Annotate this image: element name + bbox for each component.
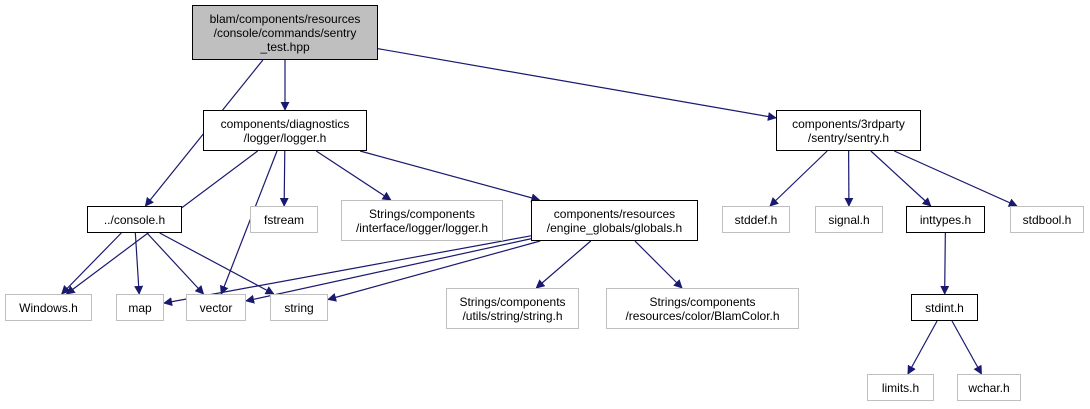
node-string: string [270, 294, 328, 321]
node-label: Windows.h [19, 300, 78, 315]
node-sentry-h[interactable]: components/3rdparty /sentry/sentry.h [776, 110, 921, 151]
node-blamcolor-h: Strings/components /resources/color/Blam… [606, 288, 799, 329]
node-label: stddef.h [734, 212, 778, 227]
node-globals-h[interactable]: components/resources /engine_globals/glo… [531, 200, 698, 241]
edge-globals-to-blamcolor [634, 240, 683, 289]
edge-globals-to-vector [245, 238, 532, 304]
node-label: map [128, 300, 152, 315]
node-label: Strings/components /utils/string/string.… [459, 294, 566, 323]
node-vector: vector [186, 294, 246, 321]
edge-sentry-to-inttypes [870, 150, 932, 207]
edge-sentry-to-stddef [769, 150, 828, 207]
edge-logger-to-fstream [279, 150, 289, 207]
edge-root-to-sentry [377, 48, 777, 121]
edge-globals-to-map [163, 235, 532, 307]
node-label: limits.h [881, 380, 920, 395]
node-wchar-h: wchar.h [957, 374, 1021, 401]
node-label: signal.h [828, 212, 870, 227]
node-fstream: fstream [250, 206, 318, 233]
node-signal-h: signal.h [815, 206, 883, 233]
edge-console-to-map [134, 232, 144, 295]
edge-logger-to-globals [359, 150, 541, 203]
node-interface-logger-h: Strings/components /interface/logger/log… [341, 200, 503, 241]
node-label: components/diagnostics /logger/logger.h [220, 116, 350, 145]
node-label: stdint.h [925, 300, 964, 315]
edge-console-to-vector [146, 232, 205, 295]
edge-sentry-to-stdbool [893, 150, 1018, 207]
edge-logger-to-interface_logger [315, 150, 392, 201]
node-utils-string-h: Strings/components /utils/string/string.… [446, 288, 579, 329]
node-label: ../console.h [103, 212, 166, 227]
edge-console-to-windows [61, 232, 122, 295]
edge-logger-to-vector [220, 150, 278, 295]
node-label: string [284, 300, 314, 315]
node-label: inttypes.h [919, 212, 972, 227]
node-map: map [116, 294, 164, 321]
node-label: components/3rdparty /sentry/sentry.h [792, 116, 905, 145]
node-windows-h: Windows.h [5, 294, 92, 321]
node-limits-h: limits.h [867, 374, 934, 401]
node-root-sentry-test-hpp[interactable]: blam/components/resources /console/comma… [192, 5, 378, 60]
node-stdbool-h: stdbool.h [1010, 206, 1084, 233]
node-stdint-h[interactable]: stdint.h [911, 294, 978, 321]
node-stddef-h: stddef.h [722, 206, 790, 233]
edge-globals-to-string [327, 240, 541, 302]
node-label: blam/components/resources /console/comma… [209, 11, 361, 54]
edge-inttypes-to-stdint [940, 232, 950, 295]
node-console-h[interactable]: ../console.h [87, 206, 182, 233]
node-label: fstream [263, 212, 304, 227]
node-label: Strings/components /interface/logger/log… [355, 206, 489, 235]
node-label: vector [199, 300, 233, 315]
edge-stdint-to-wchar [951, 320, 983, 375]
edge-globals-to-utils_string [535, 240, 592, 289]
node-label: stdbool.h [1022, 212, 1072, 227]
node-logger-h[interactable]: components/diagnostics /logger/logger.h [203, 110, 367, 151]
node-label: Strings/components /resources/color/Blam… [625, 294, 780, 323]
edge-console-to-string [159, 232, 275, 295]
node-label: wchar.h [968, 380, 1010, 395]
node-inttypes-h[interactable]: inttypes.h [906, 206, 985, 233]
node-label: components/resources /engine_globals/glo… [546, 206, 683, 235]
edge-stdint-to-limits [907, 320, 938, 375]
